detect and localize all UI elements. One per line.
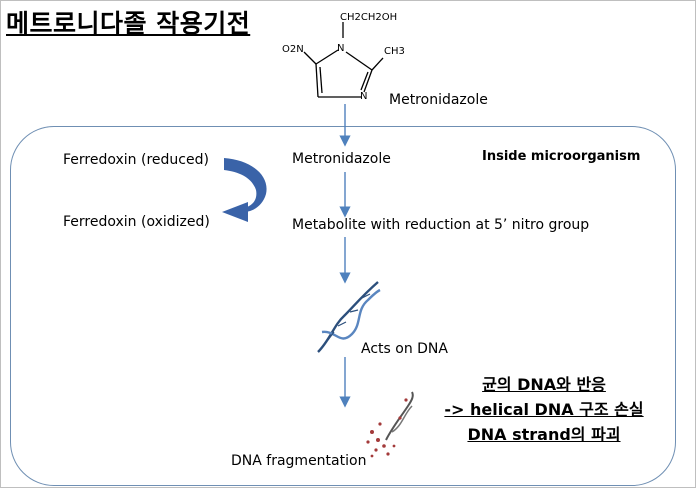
note-line-2: -> helical DNA 구조 손실: [444, 400, 644, 419]
ferredoxin-oxidized-label: Ferredoxin (oxidized): [63, 214, 210, 230]
metronidazole-structure: [303, 22, 384, 98]
pathway-step-dna-fragmentation: DNA fragmentation: [231, 453, 367, 469]
dna-helix-icon: [317, 281, 381, 353]
slide-title: 메트로니다졸 작용기전: [6, 9, 251, 38]
fragment-dot: [370, 430, 374, 434]
dna-strand-b: [321, 288, 381, 340]
note-line-1: 균의 DNA와 반응: [482, 375, 606, 394]
ring-nitrogen-bottom: N: [360, 91, 367, 102]
mechanism-note: 균의 DNA와 반응 -> helical DNA 구조 손실 DNA stra…: [436, 372, 652, 447]
fragment-dot: [370, 454, 374, 458]
nitro-bond: [303, 51, 317, 65]
region-label: Inside microorganism: [482, 149, 641, 164]
ring-bond: [345, 51, 373, 71]
nitro-label: O2N: [282, 44, 304, 55]
note-line-3: DNA strand의 파괴: [467, 425, 621, 444]
ring-bond-double: [319, 66, 323, 94]
ring-nitrogen-top: N: [337, 43, 344, 54]
methyl-label: CH3: [384, 46, 405, 57]
fragment-dot: [386, 452, 390, 456]
pathway-step-metronidazole: Metronidazole: [292, 151, 391, 167]
microorganism-boundary: [10, 126, 676, 486]
dna-rung: [327, 331, 335, 341]
dna-strand-a: [317, 281, 379, 353]
fragment-dot: [378, 422, 382, 426]
molecule-name-label: Metronidazole: [389, 92, 488, 108]
dna-rung: [361, 293, 371, 299]
fragment-dot: [366, 440, 370, 444]
methyl-bond: [371, 57, 384, 71]
fragment-dot: [376, 438, 380, 442]
pathway-step-metabolite: Metabolite with reduction at 5’ nitro gr…: [292, 217, 590, 233]
ferredoxin-reduced-label: Ferredoxin (reduced): [63, 152, 209, 168]
fragment-dot: [374, 448, 378, 452]
pathway-step-acts-on-dna: Acts on DNA: [361, 341, 448, 357]
fragment-dot: [404, 398, 408, 402]
fragment-strand: [391, 405, 413, 433]
fragment-dot: [398, 416, 402, 420]
ferredoxin-curved-arrow: [222, 158, 267, 222]
curved-arrow-body: [224, 158, 267, 212]
ring-bond: [315, 63, 319, 98]
dna-rung: [337, 321, 347, 327]
fragment-dot: [382, 444, 386, 448]
fragment-dot: [392, 444, 396, 448]
dna-rung: [349, 309, 359, 313]
ring-bond: [363, 69, 373, 93]
hydroxyethyl-label: CH2CH2OH: [340, 12, 397, 23]
ring-bond-double: [360, 71, 369, 91]
curved-arrow-head: [222, 202, 248, 222]
fragment-strand: [385, 391, 414, 441]
ring-bond: [315, 49, 339, 65]
fragmented-dna-icon: [366, 391, 414, 458]
